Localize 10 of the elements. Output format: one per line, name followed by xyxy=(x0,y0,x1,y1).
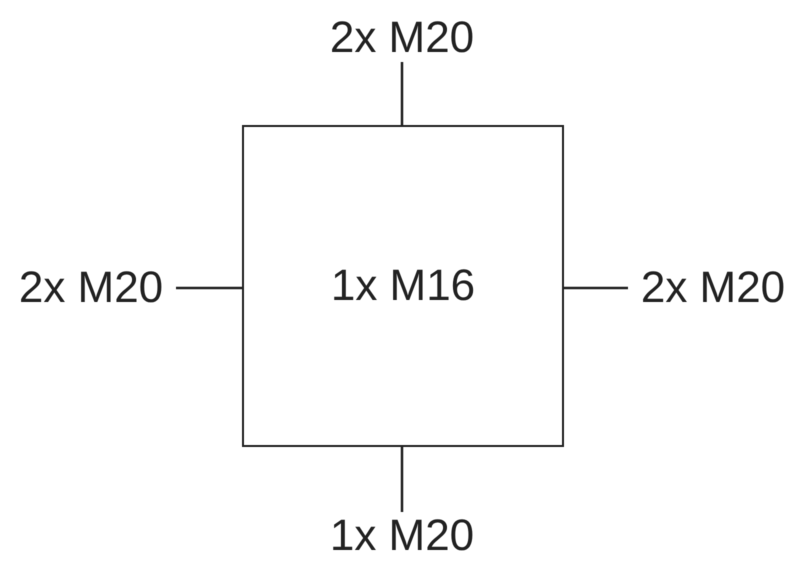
leader-line xyxy=(564,286,628,290)
leader-line xyxy=(400,62,404,125)
enclosure-box xyxy=(242,125,564,447)
leader-line xyxy=(176,286,242,290)
node-label: 1x M20 xyxy=(330,514,474,558)
node-label: 2x M20 xyxy=(18,266,164,310)
node-label: 1x M16 xyxy=(330,264,476,308)
leader-line xyxy=(400,447,404,512)
node-label: 2x M20 xyxy=(330,16,474,60)
node-label: 2x M20 xyxy=(640,266,786,310)
